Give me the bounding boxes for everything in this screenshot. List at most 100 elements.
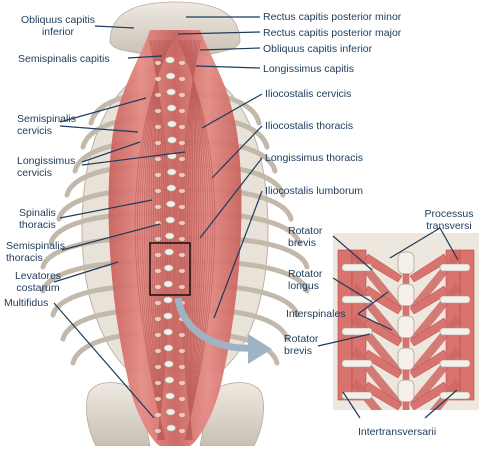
transverse-process-left [155, 141, 161, 145]
label-longissimus-capitis: Longissimus capitis [263, 63, 355, 75]
transverse-process-right [179, 333, 185, 337]
vertebra [166, 424, 176, 432]
interspinalis [402, 273, 410, 285]
detail-panel [333, 233, 479, 410]
label-obliquus-capitis-inferior-right: Obliquus capitis inferior [263, 43, 373, 55]
transverse-process-right [179, 253, 185, 257]
detail-arrow [174, 297, 251, 352]
rotator-left [363, 317, 403, 347]
vertebra [166, 104, 177, 112]
rotator-right [409, 317, 449, 347]
detail-transverse-process-right [439, 391, 471, 400]
vertebra [163, 296, 173, 304]
vertebra [164, 360, 174, 368]
muscle-fibers [134, 39, 216, 441]
transverse-process-right [179, 381, 185, 385]
rotator-right [409, 349, 449, 379]
detail-transverse-process-left [341, 263, 373, 272]
detail-transverse-process-right [439, 327, 471, 336]
rotator-left [363, 253, 403, 283]
detail-transverse-process-right [439, 295, 471, 304]
intertransversarius-band [337, 249, 353, 401]
transverse-process-left [155, 413, 161, 417]
vertebra [165, 216, 176, 224]
transverse-process-left [155, 301, 161, 305]
label-iliocostalis-thoracis: Iliocostalis thoracis [265, 120, 354, 132]
vertebra [163, 312, 173, 320]
transverse-process-right [179, 269, 185, 273]
leader-lines [53, 16, 459, 419]
transverse-process-left [155, 205, 161, 209]
transverse-process-left [155, 173, 161, 177]
label-interspinales: Interspinales [286, 308, 346, 320]
transverse-process-left [155, 253, 161, 257]
skull-base [109, 1, 241, 57]
label-rotator-brevis-top: Rotator brevis [288, 225, 323, 249]
detail-spinous-process [397, 283, 415, 307]
detail-arrow-head [248, 334, 272, 364]
transverse-process-left [155, 397, 161, 401]
vertebra [164, 376, 175, 384]
rotator-left [363, 381, 403, 410]
detail-transverse-process-left [341, 327, 373, 336]
transverse-process-left [155, 317, 161, 321]
transverse-process-right [179, 61, 185, 65]
label-spinalis-thoracis: Spinalis thoracis [19, 207, 56, 231]
label-obliquus-capitis-inferior-left: Obliquus capitis inferior [20, 14, 96, 38]
transverse-process-left [155, 77, 161, 81]
vertebra [163, 264, 174, 272]
transverse-process-right [179, 125, 185, 129]
label-iliocostalis-cervicis: Iliocostalis cervicis [265, 88, 352, 100]
transverse-process-left [155, 333, 161, 337]
vertebra [163, 344, 174, 352]
transverse-process-left [155, 285, 161, 289]
vertebra [167, 136, 177, 144]
transverse-process-right [179, 349, 185, 353]
interspinalis [402, 305, 410, 317]
transverse-process-left [155, 381, 161, 385]
transverse-process-left [155, 93, 161, 97]
transverse-process-right [179, 189, 185, 193]
rotator-left [363, 285, 403, 315]
transverse-process-right [179, 141, 185, 145]
detail-transverse-process-right [439, 263, 471, 272]
detail-spinous-process [397, 315, 415, 339]
label-rectus-capitis-posterior-minor: Rectus capitis posterior minor [263, 11, 402, 23]
transverse-process-left [155, 349, 161, 353]
vertebra [165, 72, 176, 80]
vertebral-column [155, 56, 185, 433]
vertebra [163, 280, 174, 288]
vertebra [166, 184, 177, 192]
label-intertransversarii: Intertransversarii [358, 426, 437, 438]
label-rectus-capitis-posterior-major: Rectus capitis posterior major [263, 27, 402, 39]
transverse-process-right [179, 77, 185, 81]
vertebra [165, 392, 175, 400]
vertebra [166, 168, 177, 176]
label-levatores-costarum: Levatores costarum [14, 270, 62, 294]
detail-transverse-process-left [341, 359, 373, 368]
interspinalis [402, 337, 410, 349]
detail-spinous-process [397, 251, 415, 275]
label-longissimus-thoracis: Longissimus thoracis [265, 152, 364, 164]
transverse-process-right [179, 173, 185, 177]
transverse-process-right [179, 413, 185, 417]
label-semispinalis-thoracis: Semispinalis thoracis [6, 240, 65, 264]
detail-spinous-process [397, 379, 415, 403]
interspinalis [402, 369, 410, 381]
transverse-process-right [179, 205, 185, 209]
intertransversarius-band [459, 249, 475, 401]
transverse-process-right [179, 365, 185, 369]
interspinalis [402, 401, 410, 410]
rotator-left [363, 349, 403, 379]
label-rotator-brevis-bottom: Rotator brevis [284, 333, 319, 357]
transverse-process-left [155, 237, 161, 241]
vertebra [167, 120, 177, 128]
vertebra [166, 200, 176, 208]
transverse-process-right [179, 237, 185, 241]
transverse-process-right [179, 93, 185, 97]
transverse-process-right [179, 429, 185, 433]
transverse-process-left [155, 269, 161, 273]
detail-transverse-process-right [439, 359, 471, 368]
